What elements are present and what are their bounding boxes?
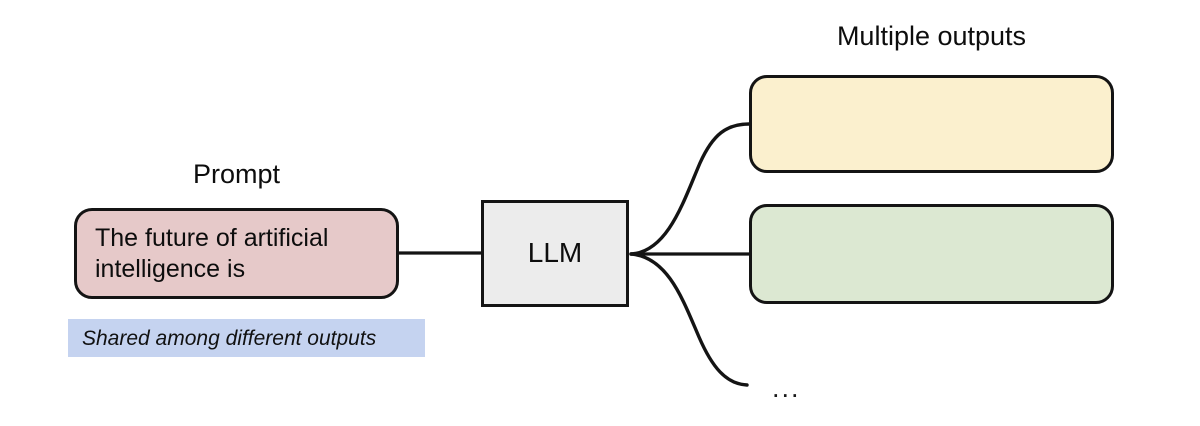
prompt-node-text: The future of artificial intelligence is <box>95 224 329 283</box>
edge-llm-to-output-1 <box>629 122 751 256</box>
shared-among-outputs-text: Shared among different outputs <box>82 326 377 350</box>
edge-llm-to-more-outputs <box>629 252 749 387</box>
llm-node[interactable]: LLM <box>481 200 629 307</box>
output-node-1[interactable] <box>749 75 1114 173</box>
llm-node-text: LLM <box>527 237 583 269</box>
output-node-2[interactable] <box>749 204 1114 304</box>
shared-among-outputs-annotation: Shared among different outputs <box>68 319 425 357</box>
multiple-outputs-section-label: Multiple outputs <box>836 21 1027 51</box>
more-outputs-ellipsis: ... <box>772 373 801 403</box>
prompt-section-label: Prompt <box>192 159 281 189</box>
prompt-node[interactable]: The future of artificial intelligence is <box>74 208 399 299</box>
